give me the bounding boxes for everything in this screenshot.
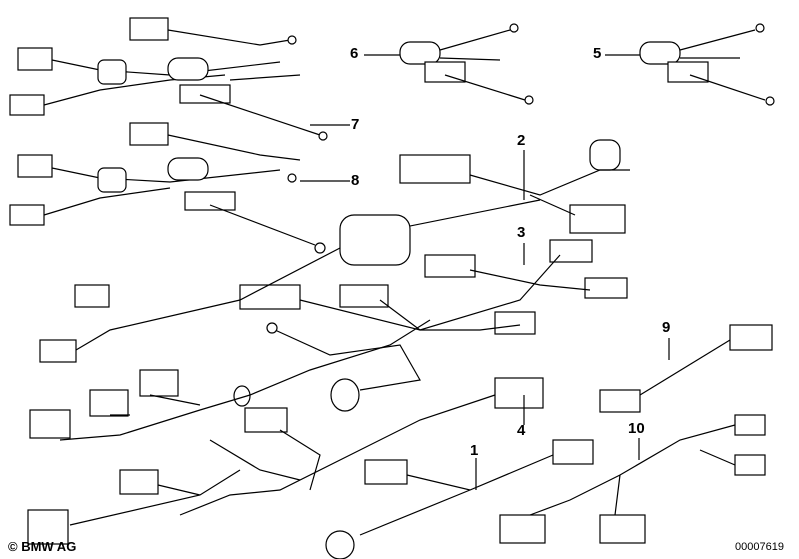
callout-6: 6 [350,45,359,62]
diagram-number: 00007619 [735,541,784,553]
callout-3: 3 [517,224,526,241]
harness-2 [379,139,630,234]
harness-main [27,214,628,545]
harness-8 [9,122,326,254]
callout-2: 2 [517,132,526,149]
callout-10: 10 [628,420,645,437]
harness-6 [399,23,534,105]
harness-9 [599,324,773,413]
harness-10 [499,414,766,544]
leader-lines [300,54,670,490]
callout-5: 5 [593,45,602,62]
harness-1 [325,439,594,559]
callout-9: 9 [662,319,671,336]
callout-1: 1 [470,442,479,459]
harness-5 [639,23,775,106]
callout-7: 7 [351,116,360,133]
copyright-label: © BMW AG [8,539,77,554]
callout-4: 4 [517,422,526,439]
callout-8: 8 [351,172,360,189]
harness-top-left [9,17,328,141]
